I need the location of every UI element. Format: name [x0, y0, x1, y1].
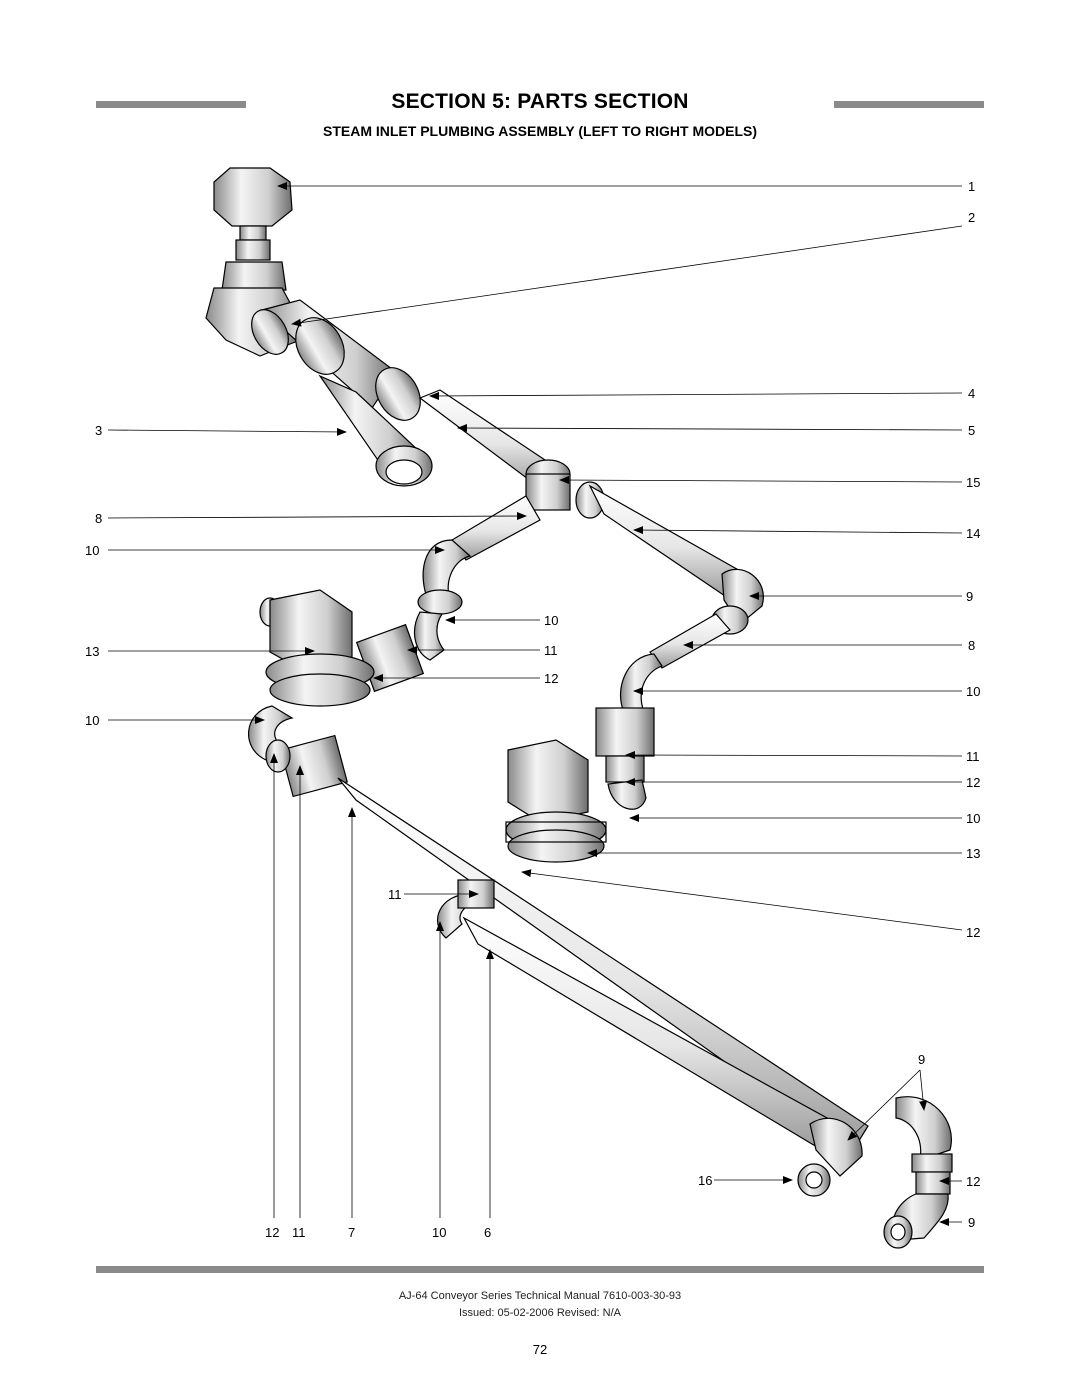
callout-1: 1: [968, 179, 975, 194]
leader-lines: [107, 182, 963, 1226]
callout-8-right: 8: [968, 638, 975, 653]
callout-13-right: 13: [966, 846, 980, 861]
header-rule-left: [96, 101, 246, 108]
footer-manual-title: AJ-64 Conveyor Series Technical Manual 7…: [398, 1290, 682, 1302]
callout-13-left: 13: [85, 644, 99, 659]
callout-4: 4: [968, 386, 975, 401]
section-title: SECTION 5: PARTS SECTION: [391, 90, 689, 113]
callout-6-bottom: 6: [484, 1225, 491, 1240]
callout-10-right-lower: 10: [966, 811, 980, 826]
drawing: [205, 167, 953, 1249]
callout-9-lower: 9: [918, 1052, 925, 1067]
callout-15: 15: [966, 475, 980, 490]
callout-10-left-upper: 10: [85, 543, 99, 558]
callout-2: 2: [968, 210, 975, 225]
callout-11-bottom: 11: [292, 1225, 306, 1240]
callout-3: 3: [95, 423, 102, 438]
assembly-title: STEAM INLET PLUMBING ASSEMBLY (LEFT TO R…: [322, 123, 757, 139]
callout-11-mid: 11: [544, 643, 558, 658]
callout-numbers: 1 2 4 5 15 14 9 10 11 12 8 10 11 12 10 1…: [85, 179, 980, 1240]
callout-12-mid: 12: [544, 671, 558, 686]
callout-16: 16: [698, 1173, 712, 1188]
callout-7-bottom: 7: [348, 1225, 355, 1240]
solenoid-valve-upper: [259, 589, 375, 707]
page-number: 72: [532, 1342, 548, 1357]
callout-11-lower: 11: [388, 887, 402, 902]
footer-rule: [96, 1266, 984, 1273]
callout-11-right: 11: [966, 749, 980, 764]
footer-issued-revised: Issued: 05-02-2006 Revised: N/A: [458, 1307, 622, 1319]
callout-10-right: 10: [966, 684, 980, 699]
callout-10-mid: 10: [544, 613, 558, 628]
valve-handle: [213, 167, 293, 291]
callout-12-bottom: 12: [265, 1225, 279, 1240]
callout-14: 14: [966, 526, 980, 541]
callout-8-left: 8: [95, 511, 102, 526]
callout-10-bottom: 10: [432, 1225, 446, 1240]
callout-5: 5: [968, 423, 975, 438]
callout-9-bottom-right: 9: [968, 1215, 975, 1230]
header-rule-right: [834, 101, 984, 108]
solenoid-valve-lower: [505, 739, 607, 863]
callout-10-left-lower: 10: [85, 713, 99, 728]
callout-12-bottom-right: 12: [966, 1174, 980, 1189]
callout-9-upper: 9: [966, 589, 973, 604]
callout-12-right-lower: 12: [966, 925, 980, 940]
callout-12-right: 12: [966, 775, 980, 790]
